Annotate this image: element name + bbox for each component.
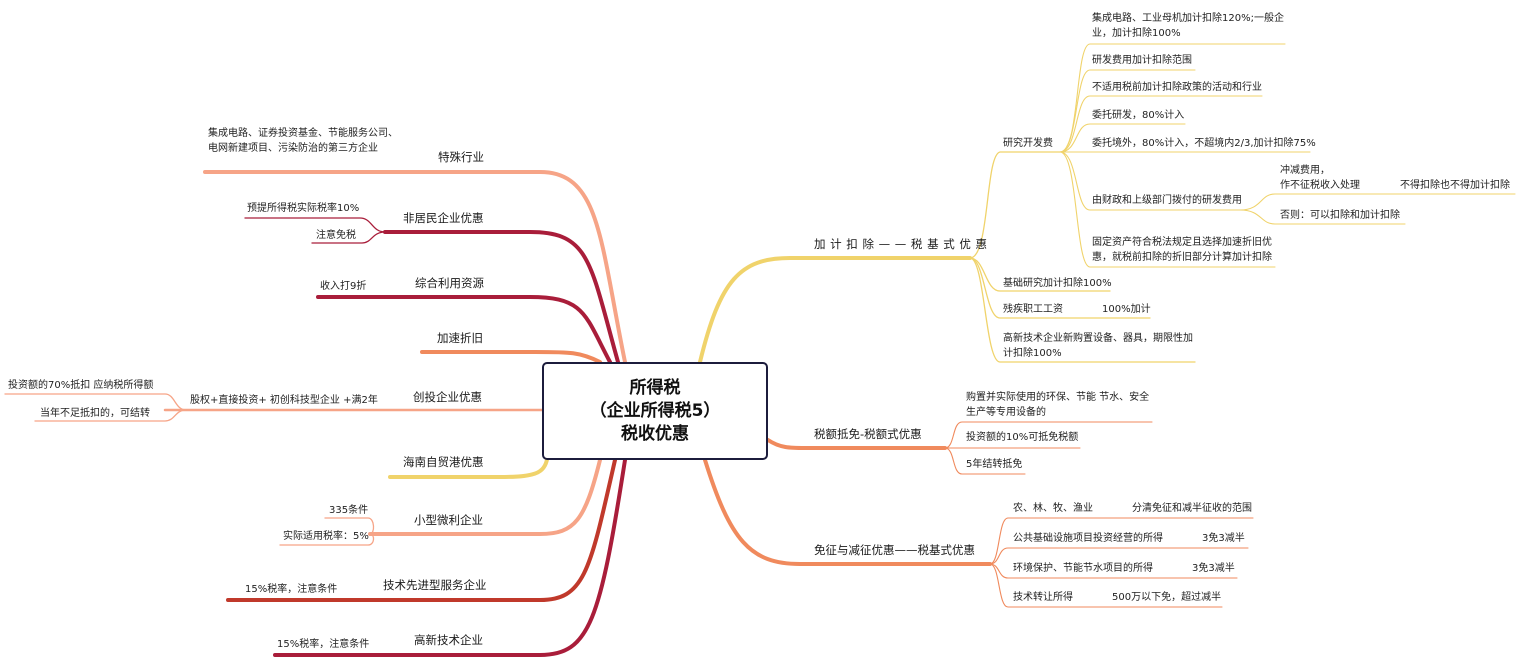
node-disabled-value[interactable]: 100%加计 [1102,304,1151,315]
node-exempt-infrastructure[interactable]: 公共基础设施项目投资经营的所得 [1013,533,1163,544]
connector-nonresident [383,230,620,364]
node-small-enterprise[interactable]: 小型微利企业 [414,513,483,527]
connector-extra [698,256,972,364]
node-special-industry[interactable]: 特殊行业 [438,150,484,164]
node-small-335[interactable]: 335条件 [329,505,369,516]
node-extra-deduction[interactable]: 加 计 扣 除 — — 税 基 式 优 惠 [814,237,988,251]
node-exempt-agriculture-value[interactable]: 分清免征和减半征收的范围 [1132,503,1252,514]
connector-hightech [273,458,627,657]
node-exempt-environment[interactable]: 环境保护、节能节水项目的所得 [1013,563,1153,574]
node-rd-scope[interactable]: 研发费用加计扣除范围 [1092,55,1192,66]
node-venture-condition[interactable]: 股权+直接投资+ 初创科技型企业 +满2年 [190,395,378,406]
node-nonresident[interactable]: 非居民企业优惠 [403,211,484,225]
node-basic-research[interactable]: 基础研究加计扣除100% [1003,278,1112,289]
node-venture-carry[interactable]: 当年不足抵扣的，可结转 [40,408,150,419]
connector-hainan [388,453,550,479]
node-credit-carryforward[interactable]: 5年结转抵免 [966,459,1023,470]
root-line-1: 所得税 [629,377,681,398]
node-rd-no-deduction[interactable]: 不得扣除也不得加计扣除 [1400,180,1510,191]
node-hightech[interactable]: 高新技术企业 [414,633,483,647]
node-rd-entrusted[interactable]: 委托研发，80%计入 [1092,110,1185,121]
root-line-3: 税收优惠 [621,423,689,444]
connector-service [226,458,617,602]
node-special-detail[interactable]: 集成电路、证券投资基金、节能服务公司、电网新建项目、污染防治的第三方企业 [208,128,398,154]
node-exemption[interactable]: 免征与减征优惠——税基式优惠 [814,543,975,557]
root-line-2: （企业所得税5） [589,400,721,421]
connector-special [203,170,627,364]
node-rd-nontaxable[interactable]: 冲减费用， 作不征税收入处理 [1280,165,1360,191]
node-tax-credit[interactable]: 税额抵免-税额式优惠 [814,427,922,441]
node-hightech-rate[interactable]: 15%税率，注意条件 [277,639,370,650]
node-exempt-environment-value[interactable]: 3免3减半 [1192,563,1235,574]
node-exempt-tech-transfer-value[interactable]: 500万以下免，超过减半 [1112,592,1222,603]
node-disabled-wages[interactable]: 残疾职工工资 [1003,304,1063,315]
node-credit-equipment[interactable]: 购置并实际使用的环保、节能 节水、安全生产等专用设备的 [966,392,1150,418]
node-rd-government[interactable]: 由财政和上级部门拨付的研发费用 [1092,195,1242,206]
node-rd-fixed-assets[interactable]: 固定资产符合税法规定且选择加速折旧优惠，就税前扣除的折旧部分计算加计扣除 [1092,237,1272,263]
node-credit-ten-percent[interactable]: 投资额的10%可抵免税额 [966,432,1079,443]
node-nonresident-note[interactable]: 注意免税 [316,230,356,241]
node-nonresident-rate[interactable]: 预提所得税实际税率10% [247,203,360,214]
node-small-rate[interactable]: 实际适用税率：5% [283,531,369,542]
connector-depreciation [420,350,602,364]
node-rd-excluded[interactable]: 不适用税前加计扣除政策的活动和行业 [1092,82,1262,93]
node-venture-offset[interactable]: 投资额的70%抵扣 应纳税所得额 [8,380,154,391]
node-exempt-infrastructure-value[interactable]: 3免3减半 [1202,533,1245,544]
node-rd-otherwise[interactable]: 否则：可以扣除和加计扣除 [1280,210,1400,221]
node-resources-income[interactable]: 收入打9折 [320,281,367,292]
node-hightech-equipment[interactable]: 高新技术企业新购置设备、器具，期限性加计扣除100% [1003,333,1193,359]
node-exempt-agriculture[interactable]: 农、林、牧、渔业 [1013,503,1093,514]
root-node[interactable]: 所得税 （企业所得税5） 税收优惠 [542,362,768,460]
node-tech-service-rate[interactable]: 15%税率，注意条件 [245,584,338,595]
node-rd-ratio[interactable]: 集成电路、工业母机加计扣除120%;一般企业，加计扣除100% [1092,13,1284,39]
node-rd-expense[interactable]: 研究开发费 [1003,138,1053,149]
connector-exempt [703,458,992,566]
node-hainan[interactable]: 海南自贸港优惠 [403,455,484,469]
connector-small [368,458,602,536]
node-tech-service[interactable]: 技术先进型服务企业 [383,578,487,592]
node-venture[interactable]: 创投企业优惠 [413,390,482,404]
node-resources[interactable]: 综合利用资源 [415,276,484,290]
node-depreciation[interactable]: 加速折旧 [437,331,483,345]
connector-resources [316,295,612,364]
connector-credit [766,438,947,450]
node-rd-overseas[interactable]: 委托境外，80%计入，不超境内2/3,加计扣除75% [1092,138,1316,149]
node-exempt-tech-transfer[interactable]: 技术转让所得 [1013,592,1073,603]
